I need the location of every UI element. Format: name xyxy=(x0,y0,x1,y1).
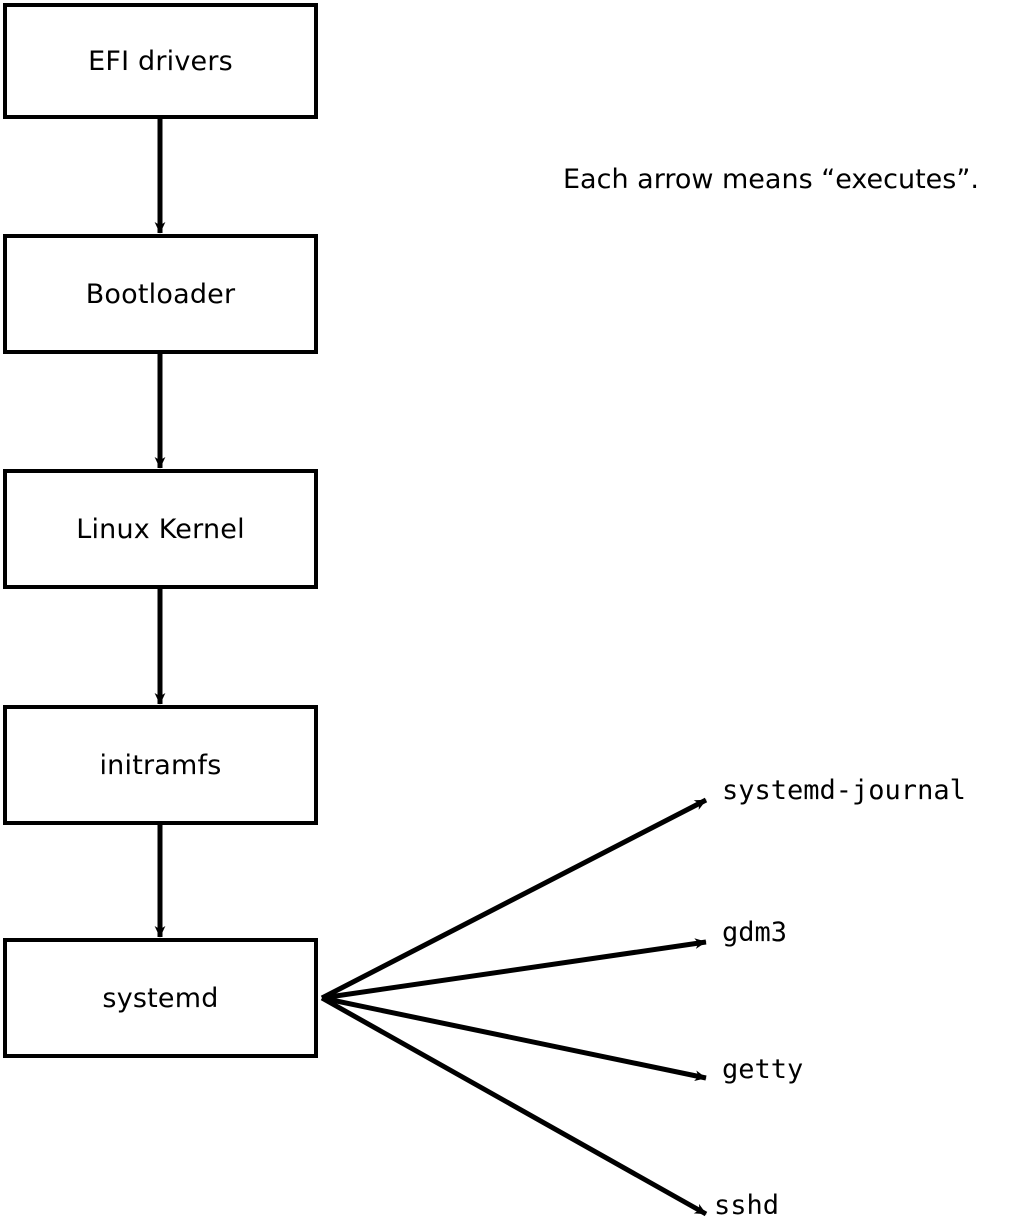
edge-systemd-to-systemd-journal xyxy=(320,797,708,1001)
node-bootloader[interactable]: Bootloader xyxy=(3,234,318,354)
node-label-systemd: systemd xyxy=(102,982,219,1014)
node-label-linux-kernel: Linux Kernel xyxy=(76,513,245,545)
node-label-bootloader: Bootloader xyxy=(85,278,236,310)
node-label-initramfs: initramfs xyxy=(99,749,222,781)
node-systemd[interactable]: systemd xyxy=(3,938,318,1058)
edge-systemd-to-getty xyxy=(321,995,707,1082)
edge-systemd-to-sshd xyxy=(320,995,708,1217)
node-label-efi-drivers: EFI drivers xyxy=(88,45,233,77)
service-label-sshd[interactable]: sshd xyxy=(714,1190,780,1221)
node-initramfs[interactable]: initramfs xyxy=(3,705,318,825)
service-label-gdm3[interactable]: gdm3 xyxy=(722,917,788,948)
service-label-getty[interactable]: getty xyxy=(722,1054,804,1085)
edge-systemd-to-gdm3 xyxy=(321,938,707,1001)
service-label-systemd-journal[interactable]: systemd-journal xyxy=(722,775,966,806)
node-linux-kernel[interactable]: Linux Kernel xyxy=(3,469,318,589)
legend-note: Each arrow means “executes”. xyxy=(563,164,979,195)
node-efi-drivers[interactable]: EFI drivers xyxy=(3,3,318,119)
